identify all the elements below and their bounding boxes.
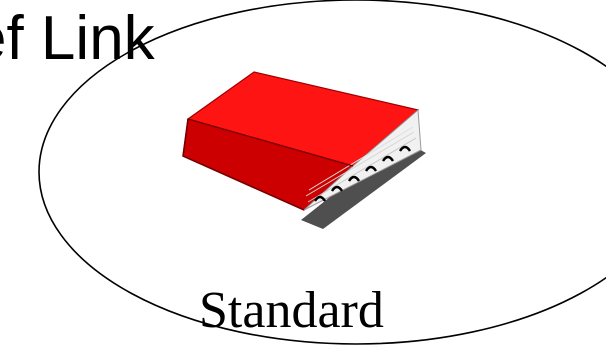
- page-line-1: [307, 137, 417, 203]
- title-text: ef Link: [0, 4, 155, 73]
- book-bottom-edge: [182, 118, 305, 211]
- page-line-2: [305, 131, 415, 197]
- outer-ellipse: [38, 0, 606, 345]
- page-line-3: [308, 126, 414, 191]
- book-icon: [182, 71, 426, 229]
- ellipse-label: Standard: [199, 282, 384, 339]
- book-tabs: [313, 145, 412, 202]
- book-pages: [303, 108, 422, 211]
- book-cover-edge: [187, 118, 354, 167]
